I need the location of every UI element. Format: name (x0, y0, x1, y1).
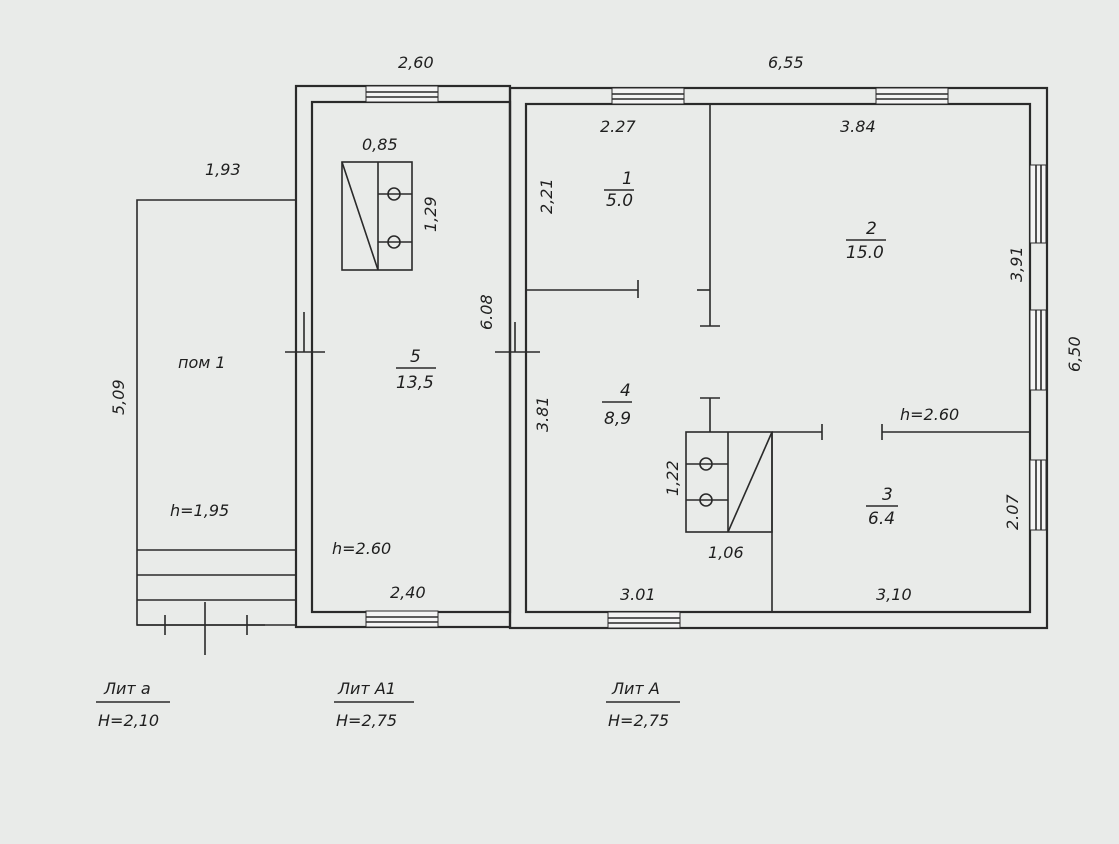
dim-stove-a-width: 1,06 (708, 543, 744, 562)
svg-text:Лит А: Лит А (611, 679, 660, 698)
svg-text:H=2,75: H=2,75 (336, 711, 397, 730)
dim-room1-width: 2.27 (600, 117, 636, 136)
room2-area: 15.0 (846, 243, 884, 263)
height-lit-a: h=1,95 (170, 501, 229, 520)
dim-a1-bottom: 2,40 (390, 583, 426, 602)
svg-text:H=2,75: H=2,75 (608, 711, 669, 730)
dim-room4-depth: 3.81 (533, 396, 552, 432)
room5-area: 13,5 (396, 373, 434, 393)
room1-number: 1 (622, 169, 633, 189)
dim-room3-depth: 2.07 (1003, 494, 1022, 530)
dim-lit-a-top: 1,93 (205, 160, 241, 179)
dim-stove-a-depth: 1,22 (663, 460, 682, 496)
room1-area: 5.0 (606, 191, 633, 211)
dim-room2-depth: 3,91 (1007, 246, 1026, 282)
lit-a1-building (285, 84, 512, 629)
height-room3: h=2.60 (900, 405, 959, 424)
room5-number: 5 (410, 347, 421, 367)
stove-a (685, 431, 773, 533)
dim-stove-a1-width: 0,85 (362, 135, 398, 154)
lit-a-building (495, 86, 1049, 630)
dim-room4-bottom: 3.01 (620, 585, 656, 604)
dim-room1-depth: 2,21 (537, 178, 556, 214)
dim-stove-a1-depth: 1,29 (421, 196, 440, 232)
window (365, 610, 439, 628)
dim-a1-depth: 6.08 (477, 294, 496, 330)
caption-lit-a-main: Лит А H=2,75 (606, 679, 680, 730)
svg-text:Лит А1: Лит А1 (337, 679, 396, 698)
lit-a-veranda (136, 199, 295, 655)
svg-text:Лит а: Лит а (103, 679, 151, 698)
room2-number: 2 (866, 219, 877, 239)
room4-area: 8,9 (604, 409, 631, 429)
dim-room3-bottom: 3,10 (876, 585, 912, 604)
dim-top-a1: 2,60 (398, 53, 434, 72)
stove-a1 (341, 161, 413, 271)
caption-lit-a1: Лит А1 H=2,75 (334, 679, 414, 730)
dim-lit-a-height: 5,09 (109, 379, 128, 415)
room-pom1-label: пом 1 (178, 353, 226, 372)
dim-top-a: 6,55 (768, 53, 804, 72)
dim-a-depth: 6,50 (1065, 336, 1084, 372)
svg-text:H=2,10: H=2,10 (98, 711, 159, 730)
dim-room2-width: 3.84 (840, 117, 876, 136)
caption-lit-a: Лит а H=2,10 (96, 679, 170, 730)
window (365, 85, 439, 103)
room3-number: 3 (882, 485, 893, 505)
height-a1: h=2.60 (332, 539, 391, 558)
room3-area: 6.4 (868, 509, 895, 529)
room4-number: 4 (620, 381, 631, 401)
